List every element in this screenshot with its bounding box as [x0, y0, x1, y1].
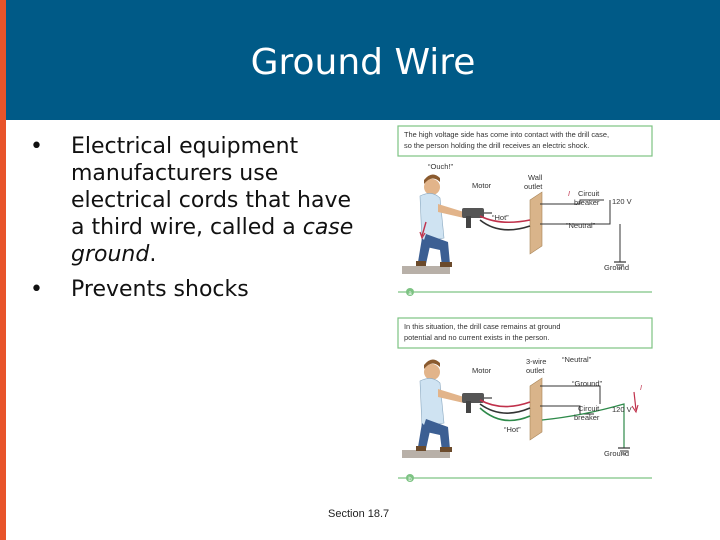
panel-b-outlet-2: outlet — [526, 366, 545, 375]
panel-a-floor — [402, 266, 450, 274]
panel-a-ouch: “Ouch!” — [428, 162, 454, 171]
panel-b-floor — [402, 450, 450, 458]
panel-b-hot: “Hot” — [504, 425, 521, 434]
panel-b-neutral: “Neutral” — [562, 355, 592, 364]
panel-b-breaker-line — [540, 405, 594, 415]
panel-a-breaker-2: breaker — [574, 198, 600, 207]
bullet-text: Prevents shocks — [71, 277, 249, 302]
panel-a-breaker-line — [540, 199, 594, 205]
panel-b-current: I — [640, 385, 642, 392]
panel-b-caption-1: In this situation, the drill case remain… — [404, 322, 561, 331]
panel-b-ground-quote: “Ground” — [572, 379, 603, 388]
panel-a-wall-1: Wall — [528, 173, 543, 182]
panel-a-hot-wire — [479, 215, 531, 224]
panel-b-caption-2: potential and no current exists in the p… — [404, 333, 549, 342]
panel-a-caption-1: The high voltage side has come into cont… — [404, 130, 609, 139]
panel-b-neutral-wire — [479, 403, 531, 414]
figure-svg: The high voltage side has come into cont… — [397, 125, 653, 483]
panel-a-person-icon — [416, 174, 464, 267]
bullet-text: Electrical equipment manufacturers use e… — [71, 134, 352, 240]
panel-b-hot-wire — [479, 399, 531, 408]
panel-b-ground: Ground — [604, 449, 629, 458]
panel-a-label: a — [408, 291, 412, 297]
slide-title: Ground Wire — [250, 42, 476, 83]
panel-b-three-wire-outlet — [529, 377, 543, 441]
panel-b-label: b — [408, 477, 412, 483]
panel-b-badge — [406, 474, 414, 482]
panel-b: In this situation, the drill case remain… — [397, 317, 653, 483]
panel-b-breaker-1: Circuit — [578, 404, 600, 413]
panel-a-ground: Ground — [604, 263, 629, 272]
panel-a-current: I — [568, 191, 570, 198]
panel-a-caption-2: so the person holding the drill receives… — [404, 141, 589, 150]
panel-a-wall-outlet — [529, 191, 543, 255]
panel-b-motor: Motor — [472, 366, 492, 375]
bullet-dot-icon: • — [30, 134, 43, 159]
panel-a-badge — [406, 288, 414, 296]
panel-a-neutral: “Neutral” — [566, 221, 596, 230]
panel-b-voltage: 120 V — [612, 405, 632, 414]
title-banner — [6, 0, 720, 120]
bullet-tail: . — [149, 242, 157, 267]
panel-a-caption-box — [397, 125, 653, 157]
panel-a: The high voltage side has come into cont… — [397, 125, 653, 297]
panel-a-breaker-1: Circuit — [578, 189, 600, 198]
bullet-dot-icon: • — [30, 277, 43, 302]
accent-bar — [0, 0, 6, 540]
panel-b-outlet-1: 3-wire — [526, 357, 546, 366]
panel-b-caption-box — [397, 317, 653, 349]
panel-a-current-arrow-icon — [421, 221, 427, 237]
panel-b-current-arrow-icon — [633, 391, 637, 411]
panel-b-ground-wire — [479, 407, 531, 422]
bullet-emphasis: case ground — [71, 215, 354, 267]
panel-a-voltage: 120 V — [612, 197, 632, 206]
panel-a-drill-icon — [462, 208, 492, 228]
panel-b-drill-icon — [462, 393, 492, 413]
panel-b-person-icon — [416, 359, 464, 452]
panel-a-return-line — [540, 200, 611, 225]
panel-a-neutral-wire — [479, 219, 531, 231]
section-footer: Section 18.7 — [328, 508, 390, 520]
panel-a-wall-2: outlet — [524, 182, 543, 191]
panel-b-neutral-line — [540, 385, 601, 404]
bullet-list: • Electrical equipment manufacturers use… — [30, 133, 360, 311]
bullet-item: • Prevents shocks — [30, 276, 360, 303]
panel-b-breaker-2: breaker — [574, 413, 600, 422]
panel-b-ground-return — [541, 403, 625, 448]
ground-wire-figure: The high voltage side has come into cont… — [392, 124, 658, 490]
panel-a-hot: “Hot” — [492, 213, 509, 222]
panel-a-motor: Motor — [472, 181, 492, 190]
bullet-item: • Electrical equipment manufacturers use… — [30, 133, 360, 268]
